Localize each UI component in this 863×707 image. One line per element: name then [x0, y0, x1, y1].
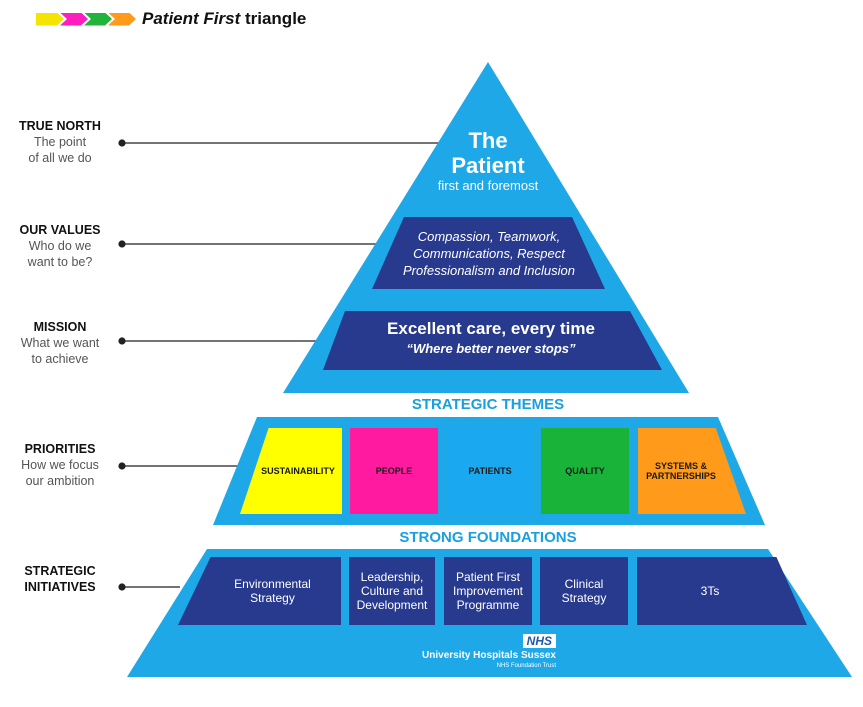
connector-dot	[118, 139, 126, 147]
initiative-patient-first-programme: Patient First Improvement Programme	[444, 557, 532, 625]
chevron-green-icon	[84, 12, 112, 26]
strategic-themes-heading: STRATEGIC THEMES	[411, 396, 565, 413]
connector-dot	[118, 462, 126, 470]
values-band	[372, 217, 605, 289]
label-priorities: PRIORITIES How we focus our ambition	[21, 442, 99, 488]
chevron-yellow-icon	[36, 12, 64, 26]
logo-sub: NHS Foundation Trust	[496, 663, 556, 669]
label-our-values: OUR VALUES Who do we want to be?	[19, 223, 101, 269]
connector-dot	[118, 583, 126, 591]
theme-people: PEOPLE	[350, 428, 438, 514]
chevron-arrows-icon	[36, 12, 136, 26]
nhs-logo: NHS University Hospitals Sussex NHS Foun…	[420, 632, 556, 670]
values-text: Compassion, Teamwork, Communications, Re…	[403, 229, 575, 278]
theme-patients: PATIENTS	[447, 428, 533, 514]
strong-foundations-heading: STRONG FOUNDATIONS	[399, 529, 577, 546]
initiative-clinical-strategy: Clinical Strategy	[540, 557, 628, 625]
mission-band	[323, 311, 662, 370]
diagram-header: Patient First triangle	[36, 8, 306, 30]
chevron-orange-icon	[108, 12, 136, 26]
label-true-north: TRUE NORTH The point of all we do	[19, 119, 101, 165]
initiative-leadership-culture: Leadership, Culture and Development	[349, 557, 435, 625]
connector-dot	[118, 337, 126, 345]
theme-quality: QUALITY	[541, 428, 629, 514]
nhs-badge: NHS	[522, 634, 556, 648]
connector-dot	[118, 240, 126, 248]
diagram-title: Patient First triangle	[142, 9, 307, 28]
mission-text: Excellent care, every time “Where better…	[387, 319, 595, 356]
logo-org-name: University Hospitals Sussex	[422, 650, 556, 661]
label-strategic-initiatives: STRATEGIC INITIATIVES	[24, 564, 96, 594]
apex-text: The Patient first and foremost	[437, 128, 539, 193]
label-mission: MISSION What we want to achieve	[20, 320, 100, 366]
initiative-3ts: 3Ts	[637, 557, 807, 625]
chevron-pink-icon	[60, 12, 88, 26]
